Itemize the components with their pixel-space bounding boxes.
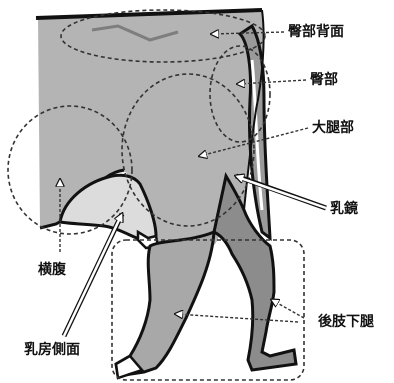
hind-leg (214, 176, 296, 370)
arrow-escutcheon-inner (240, 178, 326, 208)
label-escutcheon: 乳鏡 (330, 201, 358, 217)
arrow-lower-leg-2 (272, 300, 304, 318)
arrow-lower-leg-1 (176, 314, 298, 322)
label-thigh: 大腿部 (312, 120, 354, 136)
label-rump-back: 臀部背面 (288, 24, 344, 40)
label-lower-hind-leg: 後肢下腿 (318, 314, 374, 330)
label-flank: 横腹 (38, 262, 66, 278)
near-leg (116, 232, 214, 376)
label-udder-side: 乳房側面 (24, 342, 80, 358)
label-rump: 臀部 (310, 72, 338, 88)
